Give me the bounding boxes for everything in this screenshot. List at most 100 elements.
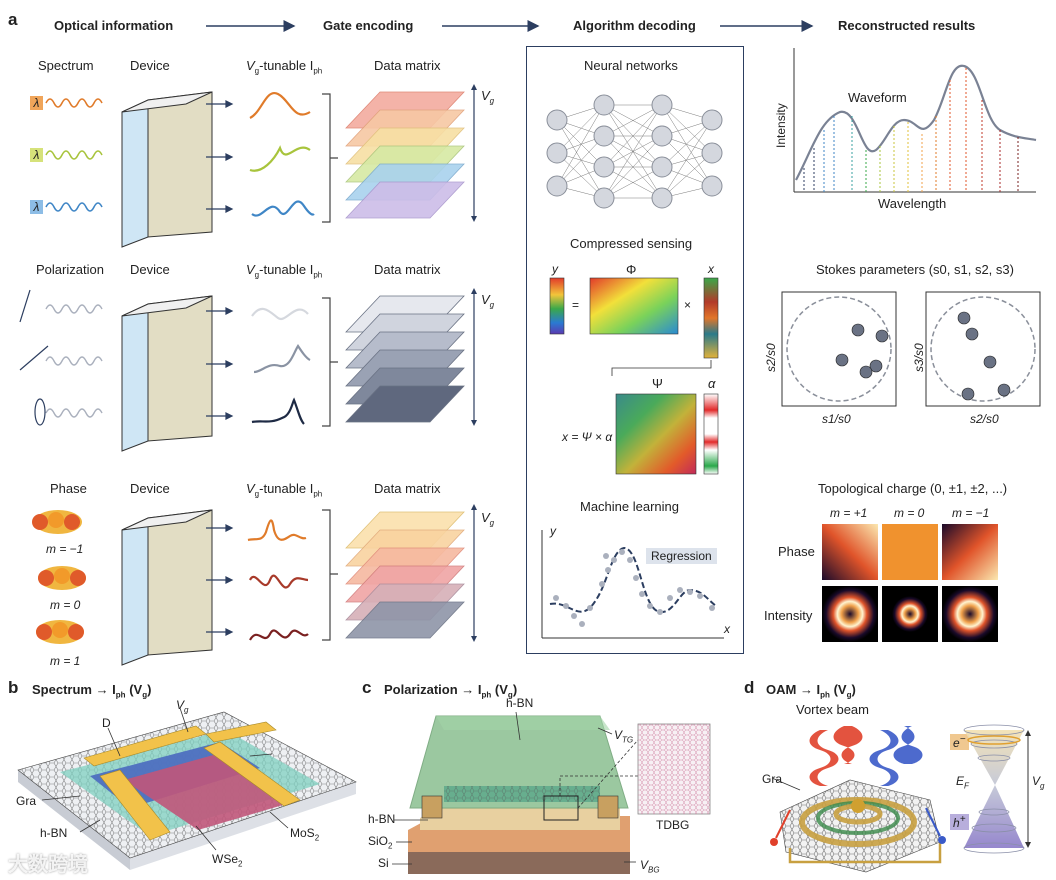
b-electrode-s — [203, 741, 301, 807]
pol-arrow-1 — [19, 289, 31, 323]
topo-m-minus1: m = −1 — [952, 506, 990, 520]
cs-equals: = — [572, 298, 580, 312]
oam-spirals — [32, 510, 86, 644]
panel-b-letter: b — [8, 678, 19, 697]
phase-m-plus1 — [822, 524, 878, 580]
cs-x-label: x — [708, 262, 714, 276]
stokes-plot1-xaxis: s1/s0 — [822, 412, 851, 426]
vortex-blue — [869, 726, 923, 786]
panel-d-gra: Gra — [762, 772, 783, 786]
wave-blue — [45, 202, 103, 212]
cs-x-equation: x = Ψ × α — [562, 430, 613, 444]
cs-x-vector — [703, 277, 719, 359]
wavelength-label: Wavelength — [878, 196, 947, 211]
wave-green — [45, 150, 103, 160]
panel-c-tdbg: TDBG — [656, 818, 690, 832]
cs-alpha-label: α — [708, 376, 716, 391]
topological-charge-label: Topological charge (0, ±1, ±2, ...) — [818, 481, 1008, 496]
vg-label-row1: Vg — [481, 88, 495, 106]
waveform-dashes — [803, 68, 1019, 192]
iph-curve-phase2 — [249, 574, 309, 589]
decoding-box — [526, 46, 744, 654]
device-label-polarization: Device — [130, 262, 170, 277]
stokes-plot2-xaxis: s2/s0 — [970, 412, 999, 426]
panel-d-electron: e− — [950, 734, 969, 750]
nn-nodes — [546, 94, 723, 209]
iph-curve-phase3 — [249, 629, 309, 641]
phase-m-minus1 — [942, 524, 998, 580]
c-hbn-bottom — [420, 808, 620, 830]
panel-d-letter: d — [744, 678, 755, 697]
neural-networks-label: Neural networks — [584, 58, 678, 73]
panel-c-letter: c — [362, 678, 372, 697]
iph-curve-pol3 — [251, 397, 305, 425]
topo-m-0: m = 0 — [894, 506, 925, 520]
header-algorithm-decoding: Algorithm decoding — [573, 18, 696, 33]
vg-label-row2: Vg — [481, 292, 495, 310]
b-substrate-side — [18, 770, 130, 870]
b-electrode-top — [205, 721, 277, 743]
m-label-0: m = 0 — [50, 598, 81, 612]
panel-b-d: D — [102, 716, 111, 730]
matrix-label-spectrum: Data matrix — [374, 58, 441, 73]
stokes-plot2-points — [957, 311, 1011, 401]
iph-curve-pol2 — [253, 344, 311, 374]
pol-ellipse — [34, 398, 46, 426]
stokes-plot1-frame — [781, 291, 897, 407]
header-optical-information: Optical information — [54, 18, 174, 33]
panel-a-letter: a — [8, 10, 18, 29]
panel-b-gra: Gra — [16, 794, 37, 808]
panel-b-mos2: MoS2 — [290, 826, 320, 843]
header-reconstructed-results: Reconstructed results — [838, 18, 976, 33]
cs-x-bracket — [611, 360, 712, 376]
vortex-red — [809, 726, 863, 786]
stokes-plot1-points — [835, 323, 889, 379]
ml-y-axis: y — [550, 524, 556, 538]
matrix-stack-phase — [345, 511, 465, 639]
lambda-badge-blue: λ — [30, 200, 43, 214]
b-electrode-d2 — [99, 769, 171, 841]
cs-psi-label: Ψ — [652, 376, 663, 391]
waveform-label: Waveform — [848, 90, 907, 105]
topo-m-plus1: m = +1 — [830, 506, 868, 520]
lambda-badge-orange: λ — [30, 96, 43, 110]
panel-d-hole: h+ — [950, 814, 969, 830]
ml-x-axis: x — [724, 622, 730, 636]
m-label-1: m = 1 — [50, 654, 81, 668]
m-label-minus1: m = −1 — [46, 542, 84, 556]
panel-c-hbn-top: h-BN — [506, 696, 534, 710]
row-title-polarization: Polarization — [36, 262, 104, 277]
matrix-label-phase: Data matrix — [374, 481, 441, 496]
cs-phi-label: Φ — [626, 262, 637, 277]
iph-curve-orange — [249, 91, 311, 119]
iph-curve-pol1 — [251, 307, 309, 321]
stokes-plot2-circle — [930, 296, 1036, 402]
c-electrode-s — [597, 795, 619, 819]
d-cone-bottom — [964, 785, 1024, 848]
waveform-curve — [795, 64, 1037, 181]
tunable-label-phase: Vg-tunable Iph — [246, 481, 323, 499]
panel-d-ef: EF — [956, 774, 969, 791]
intensity-m-minus1 — [942, 586, 998, 642]
matrix-label-polarization: Data matrix — [374, 262, 441, 277]
panel-b-wse2: WSe2 — [212, 852, 243, 869]
iph-curve-green — [249, 145, 311, 172]
iph-curve-blue — [251, 200, 315, 217]
tunable-label-spectrum: Vg-tunable Iph — [246, 58, 323, 76]
row-title-phase: Phase — [50, 481, 87, 496]
brackets — [322, 93, 338, 641]
pol-arrow-2 — [19, 345, 49, 371]
matrix-stack-spectrum — [345, 91, 465, 219]
wave-orange — [45, 98, 103, 108]
polarization-waves — [45, 304, 103, 418]
lambda-badge-green: λ — [30, 148, 43, 162]
machine-learning-label: Machine learning — [580, 499, 680, 514]
cs-phi-matrix — [589, 277, 679, 335]
